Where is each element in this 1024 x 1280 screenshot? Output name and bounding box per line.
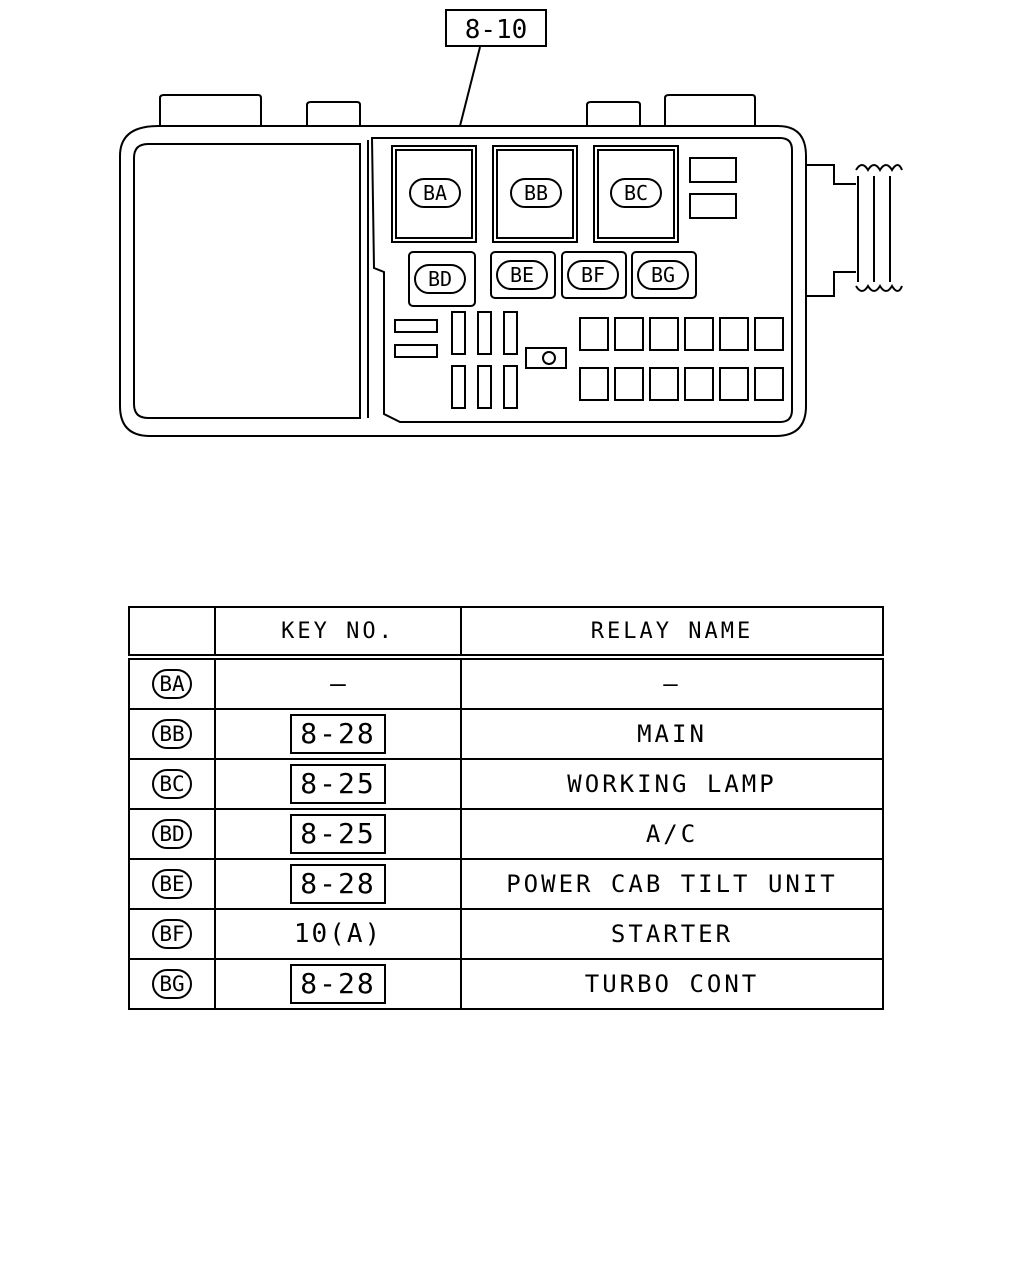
relay-code: BF bbox=[152, 919, 192, 949]
relay-code-cell: BA bbox=[128, 656, 216, 710]
table-row: BE 8-28 POWER CAB TILT UNIT bbox=[128, 858, 884, 910]
top-tab bbox=[159, 94, 262, 126]
relay-code: BC bbox=[152, 769, 192, 799]
callout-label: 8-10 bbox=[465, 15, 528, 45]
top-tab bbox=[664, 94, 756, 126]
relay-code-cell: BD bbox=[128, 808, 216, 860]
table-row: BD 8-25 A/C bbox=[128, 808, 884, 860]
key-no-cell: 8-28 bbox=[214, 858, 462, 910]
relay-code: BD bbox=[152, 819, 192, 849]
relay-label: BC bbox=[624, 181, 648, 205]
housing-inner bbox=[133, 143, 361, 419]
relay-label: BA bbox=[423, 181, 447, 205]
fuse-slot bbox=[451, 311, 466, 355]
key-no-cell: 8-28 bbox=[214, 708, 462, 760]
relay-bf bbox=[561, 251, 627, 299]
relay-label: BF bbox=[581, 263, 605, 287]
fuse-slot bbox=[394, 344, 438, 358]
key-no: 8-25 bbox=[290, 764, 386, 804]
table-row: BA — — bbox=[128, 656, 884, 710]
relay-ba bbox=[391, 145, 477, 243]
table-row: BC 8-25 WORKING LAMP bbox=[128, 758, 884, 810]
callout-box bbox=[445, 9, 547, 47]
relay-code-cell: BC bbox=[128, 758, 216, 810]
fuse-puller bbox=[525, 347, 567, 369]
relay-code-cell: BB bbox=[128, 708, 216, 760]
relay-code: BB bbox=[152, 719, 192, 749]
relay-code: BG bbox=[152, 969, 192, 999]
relay-code-cell: BF bbox=[128, 908, 216, 960]
relay-label: BD bbox=[428, 267, 452, 291]
relay-bg bbox=[631, 251, 697, 299]
header-key-no: KEY NO. bbox=[214, 606, 462, 658]
relay-bd bbox=[408, 251, 476, 307]
fuse-grid bbox=[579, 317, 784, 401]
table-header-row: KEY NO. RELAY NAME bbox=[128, 606, 884, 658]
relay-name: MAIN bbox=[460, 708, 884, 760]
key-no-cell: 8-25 bbox=[214, 808, 462, 860]
key-no-cell: 10(A) bbox=[214, 908, 462, 960]
table-row: BG 8-28 TURBO CONT bbox=[128, 958, 884, 1010]
relay-label: BB bbox=[524, 181, 548, 205]
table-row: BF 10(A) STARTER bbox=[128, 908, 884, 960]
relay-name: STARTER bbox=[460, 908, 884, 960]
housing-outline bbox=[119, 125, 807, 437]
top-tab bbox=[306, 101, 361, 126]
key-no-cell: 8-25 bbox=[214, 758, 462, 810]
side-connector-rings bbox=[855, 164, 903, 292]
small-socket bbox=[689, 193, 737, 219]
fuse-slot bbox=[503, 311, 518, 355]
relay-name: — bbox=[460, 656, 884, 710]
fuse-slot bbox=[477, 311, 492, 355]
key-no-cell: 8-28 bbox=[214, 958, 462, 1010]
relay-bc bbox=[593, 145, 679, 243]
relay-name: WORKING LAMP bbox=[460, 758, 884, 810]
side-connector bbox=[806, 164, 856, 297]
fuse-slot bbox=[503, 365, 518, 409]
key-no: 8-28 bbox=[290, 864, 386, 904]
key-no: 8-28 bbox=[290, 964, 386, 1004]
relay-box-diagram: 8-10 BA BB BC BD BE BF BG bbox=[119, 9, 903, 437]
relay-code: BE bbox=[152, 869, 192, 899]
relay-label: BE bbox=[510, 263, 534, 287]
relay-bb bbox=[492, 145, 578, 243]
relay-code-cell: BG bbox=[128, 958, 216, 1010]
key-no: — bbox=[330, 669, 346, 699]
key-no-cell: — bbox=[214, 656, 462, 710]
callout-leader bbox=[459, 46, 481, 127]
relay-name: TURBO CONT bbox=[460, 958, 884, 1010]
relay-table: KEY NO. RELAY NAME BA — — BB 8-28 MAIN BC 8-25 W… bbox=[128, 606, 884, 1010]
key-no: 8-28 bbox=[290, 714, 386, 754]
relay-code: BA bbox=[152, 669, 192, 699]
relay-label: BG bbox=[651, 263, 675, 287]
fuse-slot bbox=[394, 319, 438, 333]
table-row: BB 8-28 MAIN bbox=[128, 708, 884, 760]
relay-code-cell: BE bbox=[128, 858, 216, 910]
top-tab bbox=[586, 101, 641, 126]
relay-name: A/C bbox=[460, 808, 884, 860]
fuse-slot bbox=[451, 365, 466, 409]
header-code bbox=[128, 606, 216, 658]
key-no: 8-25 bbox=[290, 814, 386, 854]
relay-panel bbox=[370, 137, 793, 423]
relay-be bbox=[490, 251, 556, 299]
key-no: 10(A) bbox=[293, 919, 383, 949]
fuse-slot bbox=[477, 365, 492, 409]
relay-name: POWER CAB TILT UNIT bbox=[460, 858, 884, 910]
header-relay-name: RELAY NAME bbox=[460, 606, 884, 658]
small-socket bbox=[689, 157, 737, 183]
